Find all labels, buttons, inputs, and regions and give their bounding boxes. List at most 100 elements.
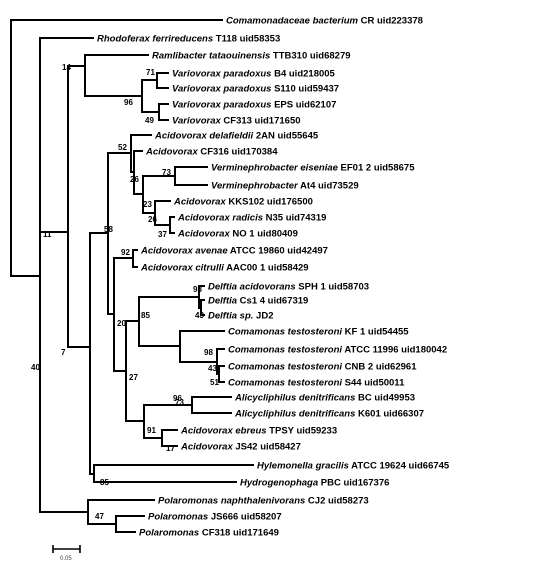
taxon-species: Rhodoferax ferrireducens (97, 34, 213, 45)
taxon-label: Acidovorax ebreus TPSY uid59233 (180, 426, 337, 437)
taxon-species: Acidovorax ebreus (180, 426, 267, 437)
taxon-label: Acidovorax delafieldii 2AN uid55645 (154, 131, 319, 142)
taxon-species: Delftia acidovorans (208, 282, 296, 293)
taxon-strain: TPSY uid59233 (267, 426, 338, 437)
taxon-strain: ATCC 11996 uid180042 (342, 345, 447, 356)
taxon-label: Polaromonas CF318 uid171649 (139, 528, 279, 539)
taxon-strain: S44 uid50011 (342, 378, 405, 389)
bootstrap-value: 96 (173, 394, 182, 403)
taxon-species: Variovorax paradoxus (172, 69, 271, 80)
scale-bar-label: 0.05 (60, 556, 72, 562)
taxon-label: Verminephrobacter At4 uid73529 (211, 181, 359, 192)
taxon-species: Verminephrobacter (211, 181, 299, 192)
taxon-strain: 2AN uid55645 (253, 131, 319, 142)
taxon-label: Acidovorax radicis N35 uid74319 (177, 213, 326, 224)
bootstrap-value: 26 (148, 215, 157, 224)
taxon-species: Acidovorax avenae (140, 246, 228, 257)
taxon-label: Delftia sp. JD2 (208, 311, 273, 322)
taxon-species: Acidovorax (177, 229, 230, 240)
taxon-species: Comamonadaceae bacterium (226, 16, 359, 27)
taxon-label: Acidovorax JS42 uid58427 (180, 442, 301, 453)
taxon-label: Comamonadaceae bacterium CR uid223378 (226, 16, 423, 27)
taxon-strain: Cs1 4 uid67319 (237, 296, 308, 307)
taxon-strain: SPH 1 uid58703 (296, 282, 369, 293)
taxon-species: Alicycliphilus denitrificans (234, 409, 355, 420)
taxon-strain: CNB 2 uid62961 (342, 362, 417, 373)
bootstrap-value: 20 (117, 319, 126, 328)
taxon-species: Alicycliphilus denitrificans (234, 393, 355, 404)
tree-branches (10, 19, 254, 533)
taxon-label: Comamonas testosteroni S44 uid50011 (228, 378, 405, 389)
taxon-strain: JD2 (253, 311, 273, 322)
taxon-label: Hydrogenophaga PBC uid167376 (240, 478, 389, 489)
taxon-label: Comamonas testosteroni ATCC 11996 uid180… (228, 345, 447, 356)
taxon-strain: KF 1 uid54455 (342, 327, 409, 338)
taxon-strain: S110 uid59437 (271, 84, 339, 95)
taxon-labels: Comamonadaceae bacterium CR uid223378Rho… (97, 16, 450, 539)
taxon-species: Ramlibacter tataouinensis (152, 51, 270, 62)
taxon-species: Acidovorax (173, 197, 226, 208)
bootstrap-value: 43 (208, 364, 217, 373)
taxon-strain: N35 uid74319 (263, 213, 326, 224)
bootstrap-value: 23 (143, 200, 152, 209)
taxon-strain: EF01 2 uid58675 (338, 163, 415, 174)
taxon-label: Acidovorax NO 1 uid80409 (177, 229, 298, 240)
taxon-species: Variovorax (172, 116, 221, 127)
taxon-label: Acidovorax avenae ATCC 19860 uid42497 (140, 246, 328, 257)
taxon-strain: At4 uid73529 (298, 181, 359, 192)
bootstrap-value: 71 (146, 68, 155, 77)
taxon-strain: NO 1 uid80409 (230, 229, 298, 240)
taxon-strain: BC uid49953 (355, 393, 415, 404)
taxon-label: Delftia acidovorans SPH 1 uid58703 (208, 282, 369, 293)
taxon-label: Acidovorax KKS102 uid176500 (173, 197, 313, 208)
taxon-species: Verminephrobacter eiseniae (211, 163, 339, 174)
taxon-strain: T118 uid58353 (213, 34, 280, 45)
taxon-strain: CR uid223378 (358, 16, 423, 27)
taxon-strain: ATCC 19624 uid66745 (349, 461, 450, 472)
taxon-label: Acidovorax citrulli AAC00 1 uid58429 (140, 263, 309, 274)
taxon-species: Hydrogenophaga (240, 478, 318, 489)
taxon-species: Polaromonas (139, 528, 199, 539)
taxon-label: Ramlibacter tataouinensis TTB310 uid6827… (152, 51, 351, 62)
bootstrap-value: 26 (130, 175, 139, 184)
taxon-strain: JS666 uid58207 (208, 512, 281, 523)
taxon-species: Acidovorax (145, 147, 198, 158)
taxon-label: Delftia Cs1 4 uid67319 (208, 296, 308, 307)
taxon-strain: CF318 uid171649 (199, 528, 279, 539)
scale-bar: 0.05 (52, 545, 81, 562)
taxon-strain: TTB310 uid68279 (270, 51, 350, 62)
bootstrap-value: 11 (43, 230, 52, 239)
bootstrap-value: 14 (62, 63, 71, 72)
taxon-species: Acidovorax (180, 442, 233, 453)
taxon-label: Polaromonas naphthalenivorans CJ2 uid582… (158, 496, 369, 507)
taxon-species: Acidovorax delafieldii (154, 131, 254, 142)
taxon-species: Polaromonas (148, 512, 208, 523)
taxon-strain: AAC00 1 uid58429 (224, 263, 309, 274)
taxon-label: Polaromonas JS666 uid58207 (148, 512, 282, 523)
bootstrap-value: 51 (210, 378, 219, 387)
taxon-label: Variovorax paradoxus EPS uid62107 (172, 100, 336, 111)
bootstrap-value: 49 (145, 116, 154, 125)
taxon-species: Comamonas testosteroni (228, 378, 342, 389)
bootstrap-value: 40 (31, 363, 40, 372)
taxon-species: Delftia (208, 296, 237, 307)
bootstrap-value: 85 (141, 311, 150, 320)
taxon-species: Acidovorax citrulli (140, 263, 224, 274)
taxon-species: Variovorax paradoxus (172, 84, 271, 95)
taxon-species: Comamonas testosteroni (228, 362, 342, 373)
bootstrap-value: 92 (121, 248, 130, 257)
bootstrap-value: 52 (118, 143, 127, 152)
bootstrap-value: 91 (147, 426, 156, 435)
taxon-strain: KKS102 uid176500 (226, 197, 313, 208)
taxon-species: Comamonas testosteroni (228, 327, 342, 338)
taxon-label: Alicycliphilus denitrificans BC uid49953 (234, 393, 415, 404)
taxon-strain: ATCC 19860 uid42497 (228, 246, 328, 257)
taxon-species: Hylemonella gracilis (257, 461, 349, 472)
bootstrap-value: 27 (129, 373, 138, 382)
taxon-label: Rhodoferax ferrireducens T118 uid58353 (97, 34, 280, 45)
taxon-strain: JS42 uid58427 (233, 442, 301, 453)
taxon-strain: CF313 uid171650 (221, 116, 301, 127)
taxon-label: Alicycliphilus denitrificans K601 uid663… (234, 409, 424, 420)
bootstrap-value: 58 (104, 225, 113, 234)
